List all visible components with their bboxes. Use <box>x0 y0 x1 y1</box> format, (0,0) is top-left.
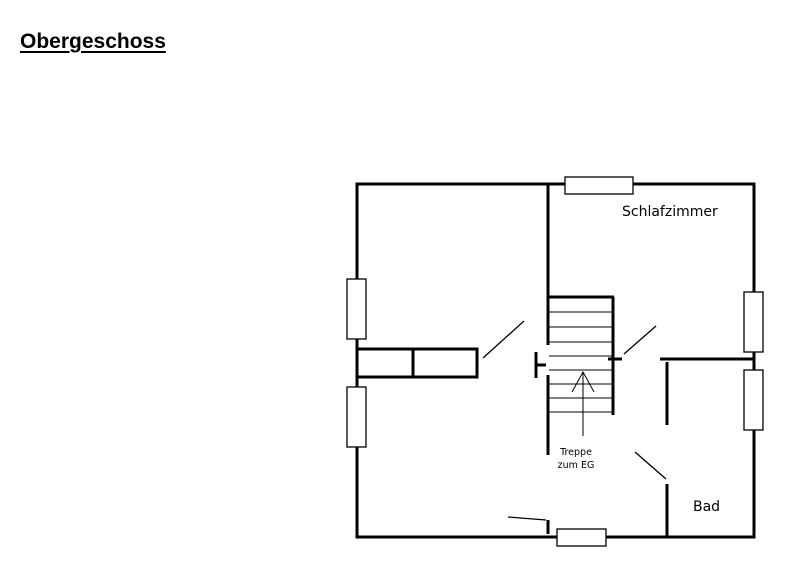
cabinet-outline <box>355 347 479 379</box>
cabinet <box>355 347 479 379</box>
window-left-lower <box>346 386 367 448</box>
doors <box>482 320 667 521</box>
interior-walls <box>534 184 754 537</box>
stair-arrow-head-icon <box>571 370 595 393</box>
window-right-lower <box>743 369 764 431</box>
door-bottom <box>507 516 547 521</box>
room-label-schlafzimmer: Schlafzimmer <box>622 204 718 220</box>
window-right-upper <box>743 291 764 353</box>
stairs-label-line2: zum EG <box>558 460 595 471</box>
window-left-upper <box>346 278 367 340</box>
room-label-bad: Bad <box>693 499 720 515</box>
staircase <box>549 311 612 436</box>
door-schlafzimmer <box>623 325 657 355</box>
page-title: Obergeschoss <box>20 30 166 53</box>
window-bottom <box>556 528 607 547</box>
door-cabinet-room <box>482 320 525 359</box>
stairs-label-line1: Treppe <box>559 447 592 458</box>
windows <box>346 176 764 547</box>
window-top <box>564 176 634 195</box>
door-bad <box>634 451 667 480</box>
